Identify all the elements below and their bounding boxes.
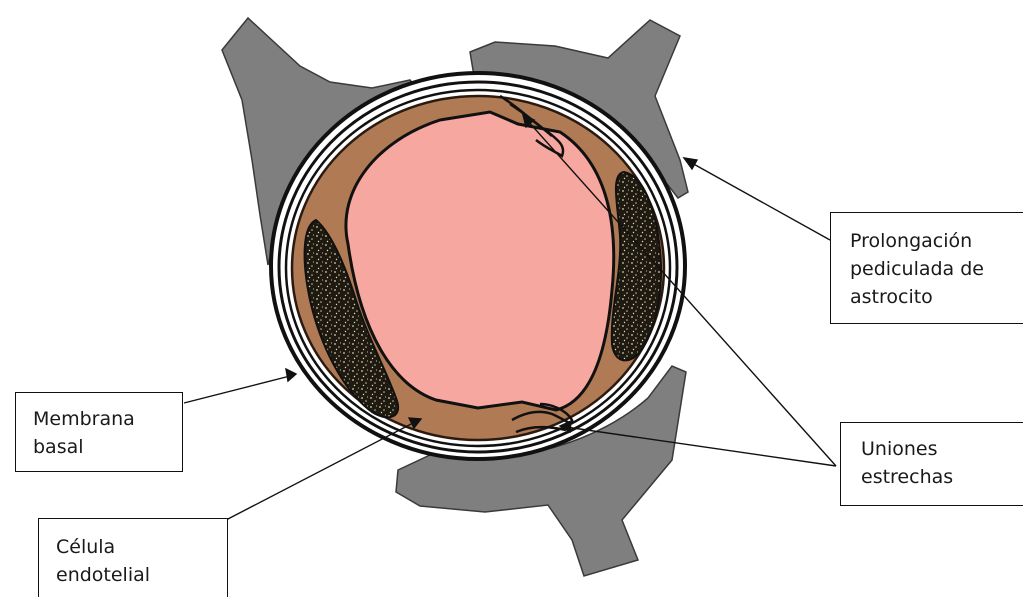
pointer-arrowhead-astrocyte xyxy=(684,158,697,169)
label-astrocyte-process: Prolongación pediculada de astrocito xyxy=(830,212,1023,324)
label-endothelial-cell: Célula endotelial xyxy=(38,518,228,597)
pointer-line-astrocyte xyxy=(690,162,830,240)
pointer-line-endothelial xyxy=(226,422,415,520)
label-basal-membrane: Membrana basal xyxy=(15,392,183,472)
pointer-arrowhead-membrane xyxy=(286,369,296,381)
label-tight-junctions: Uniones estrechas xyxy=(840,422,1023,506)
pointer-line-membrane xyxy=(184,376,290,403)
